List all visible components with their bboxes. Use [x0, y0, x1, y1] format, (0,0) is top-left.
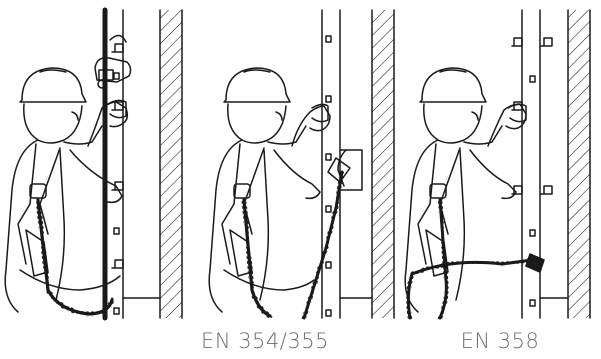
panel-3-work-positioning — [404, 9, 591, 321]
wall-hatch-1 — [159, 9, 183, 319]
worker-1 — [4, 67, 129, 317]
standard-label-en358: EN 358 — [460, 329, 540, 353]
standard-label-en354-355: EN 354/355 — [201, 329, 329, 353]
ladder-2 — [321, 9, 373, 319]
wall-hatch-3 — [567, 9, 591, 319]
ladder-1 — [111, 9, 161, 319]
worker-2 — [208, 67, 345, 321]
anchor-bracket — [327, 149, 363, 191]
panel-1-rope-grab — [4, 7, 183, 321]
rope-grab-device — [94, 34, 132, 89]
panel-2-hook — [208, 9, 395, 321]
wall-hatch-2 — [371, 9, 395, 319]
worker-3 — [404, 67, 545, 321]
